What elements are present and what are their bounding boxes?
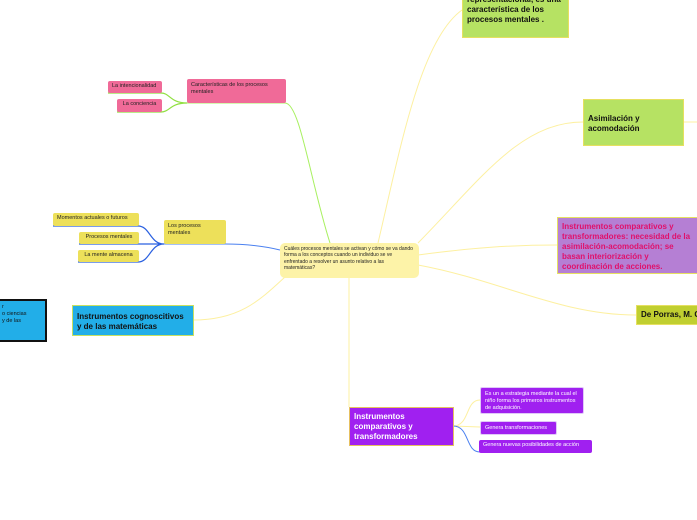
- child-mente-almacena[interactable]: La mente almacena: [78, 250, 139, 262]
- node-de-porras[interactable]: De Porras, M. C: [636, 305, 697, 325]
- child-genera-transformaciones[interactable]: Genera transformaciones: [480, 421, 557, 435]
- node-instrumentos-comparativos[interactable]: Instrumentos comparativos y transformado…: [349, 407, 454, 446]
- node-caracteristicas[interactable]: Características de los procesos mentales: [187, 79, 286, 103]
- central-node[interactable]: Cuáles procesos mentales se activan y có…: [280, 243, 419, 278]
- node-procesos-mentales[interactable]: Los procesos mentales: [164, 220, 226, 244]
- node-instrumentos-cognoscitivos[interactable]: Instrumentos cognoscitivos y de las mate…: [72, 305, 194, 336]
- node-instrumentos-necesidad[interactable]: Instrumentos comparativos y transformado…: [557, 217, 697, 274]
- node-asimilacion[interactable]: Asimilación y acomodación: [583, 99, 684, 146]
- child-estrategia[interactable]: Es un a estrategia mediante la cual el n…: [480, 387, 584, 414]
- child-procesos[interactable]: Procesos mentales: [79, 232, 139, 244]
- child-momentos[interactable]: Momentos actuales o futuros: [53, 213, 139, 226]
- node-left-clipped[interactable]: r o ciencias y de las: [0, 299, 47, 342]
- node-top-right[interactable]: representacional, es una característica …: [462, 0, 569, 38]
- child-conciencia[interactable]: La conciencia: [117, 99, 162, 112]
- child-genera-posibilidades[interactable]: Genera nuevas posibilidades de acción: [479, 440, 592, 453]
- child-intencionalidad[interactable]: La intencionalidad: [108, 81, 162, 93]
